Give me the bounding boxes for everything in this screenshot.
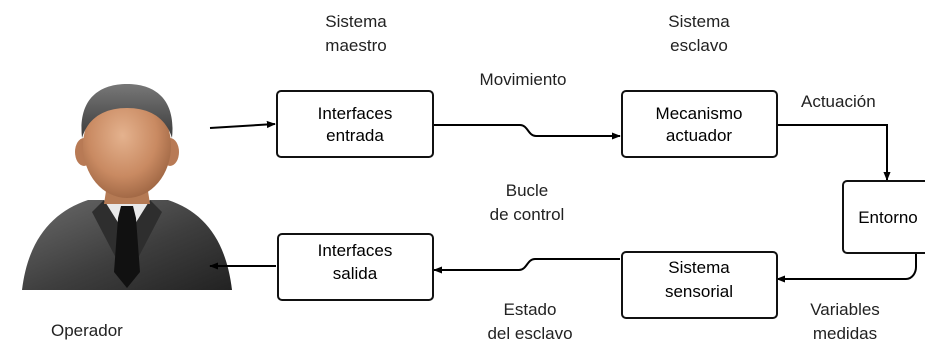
control-loop-label-line2: de control bbox=[490, 205, 565, 224]
slave-state-label-line1: Estado bbox=[504, 300, 557, 319]
measured-variables-label-line1: Variables bbox=[810, 300, 880, 319]
slave-system-label-line2: esclavo bbox=[670, 36, 728, 55]
operator-label: Operador bbox=[51, 321, 123, 340]
input-interfaces-line1: Interfaces bbox=[318, 104, 393, 123]
operator-avatar-icon bbox=[22, 84, 232, 290]
master-system-label-line1: Sistema bbox=[325, 12, 387, 31]
output-interfaces-line2: salida bbox=[333, 264, 378, 283]
actuator-to-environment-arrow bbox=[777, 124, 891, 181]
actuator-mechanism-line2: actuador bbox=[666, 126, 732, 145]
operator-to-input-arrow bbox=[209, 120, 276, 129]
sensor-to-output-arrow bbox=[433, 258, 620, 274]
actuation-label: Actuación bbox=[801, 92, 876, 111]
input-interfaces-box: Interfaces entrada bbox=[276, 90, 434, 158]
input-to-actuator-arrow bbox=[433, 124, 621, 140]
input-interfaces-line2: entrada bbox=[326, 126, 384, 145]
actuator-mechanism-box: Mecanismo actuador bbox=[621, 90, 778, 158]
environment-line1: Entorno bbox=[858, 208, 918, 227]
measured-variables-label-line2: medidas bbox=[813, 324, 877, 341]
master-system-label-line2: maestro bbox=[325, 36, 386, 55]
slave-state-label-line2: del esclavo bbox=[487, 324, 572, 341]
sensor-system-line1: Sistema bbox=[668, 258, 730, 277]
sensor-system-box: Sistema sensorial bbox=[621, 251, 778, 319]
slave-system-label-line1: Sistema bbox=[668, 12, 730, 31]
movement-label: Movimiento bbox=[480, 70, 567, 89]
environment-to-sensor-arrow bbox=[776, 253, 917, 283]
control-loop-label-line1: Bucle bbox=[506, 181, 549, 200]
output-interfaces-line1: Interfaces bbox=[318, 241, 393, 260]
actuator-mechanism-line1: Mecanismo bbox=[656, 104, 743, 123]
environment-box: Entorno bbox=[842, 180, 925, 254]
output-interfaces-box: Interfaces salida bbox=[277, 233, 434, 301]
sensor-system-line2: sensorial bbox=[665, 282, 733, 301]
